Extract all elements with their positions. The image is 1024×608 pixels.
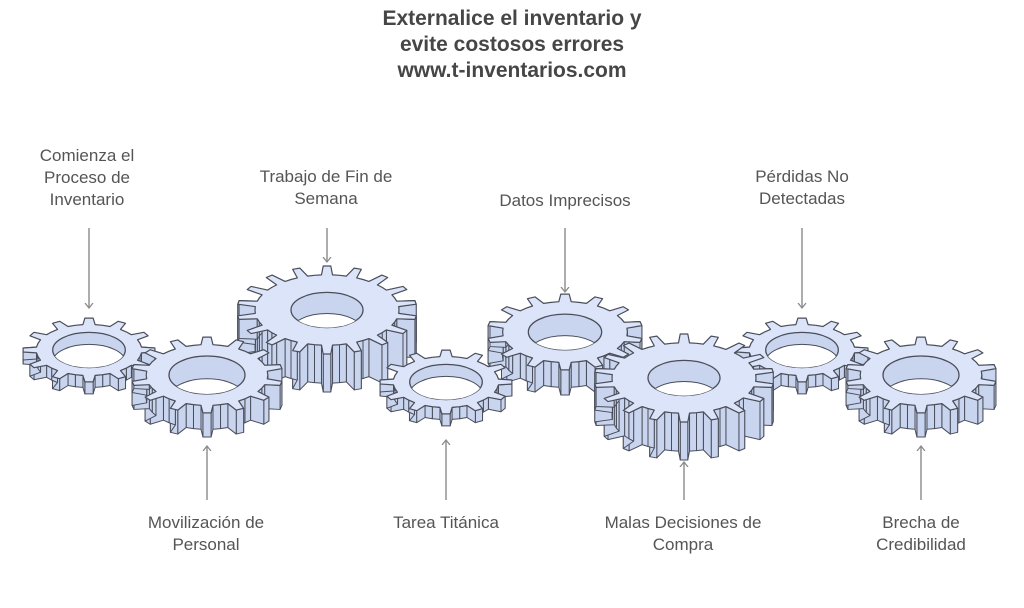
title-line-2: evite costosos errores (399, 33, 625, 56)
gear-datos-imprecisos (487, 293, 643, 396)
gear-movilizacion-personal (131, 336, 283, 438)
label-line: Personal (172, 535, 240, 554)
label-line: Brecha de (882, 513, 960, 532)
label-trabajo-fin-semana: Trabajo de Fin de Semana (260, 166, 393, 210)
label-line: Trabajo de Fin de (259, 167, 393, 186)
label-line: Datos Imprecisos (499, 191, 631, 210)
gear-hole-opening (648, 381, 720, 396)
label-line: Tarea Titánica (393, 513, 499, 532)
gear-trabajo-fin-semana (237, 265, 417, 393)
label-brecha-credibilidad: Brecha de Credibilidad (876, 512, 966, 556)
gear-hole-opening (883, 378, 959, 394)
label-line: Pérdidas No (755, 167, 849, 186)
label-line: Proceso de (44, 168, 130, 187)
gear-brecha-credibilidad (845, 336, 997, 438)
gear-hole-opening (52, 343, 126, 368)
label-line: Comienza el (39, 146, 135, 165)
title-url: www.t-inventarios.com (397, 59, 627, 82)
label-line: Malas Decisiones de (604, 513, 762, 532)
label-movilizacion-personal: Movilización de Personal (148, 512, 264, 556)
label-perdidas-no-detectadas: Pérdidas No Detectadas (755, 166, 849, 210)
label-line: Movilización de (147, 513, 265, 532)
gear-hole-opening (409, 375, 483, 400)
title-line-1: Externalice el inventario y (382, 7, 642, 30)
gear-tarea-titanica (379, 349, 513, 427)
label-comienza-proceso: Comienza el Proceso de Inventario (40, 145, 135, 211)
label-line: Detectadas (759, 189, 845, 208)
label-line: Inventario (49, 190, 125, 209)
label-line: Semana (294, 189, 358, 208)
label-malas-decisiones-compra: Malas Decisiones de Compra (605, 512, 762, 556)
gear-malas-decisiones-compra (594, 333, 774, 461)
diagram-title: Externalice el inventario y evite costos… (0, 6, 1024, 84)
gear-hole-opening (765, 343, 839, 368)
label-datos-imprecisos: Datos Imprecisos (499, 190, 630, 212)
label-tarea-titanica: Tarea Titánica (393, 512, 499, 534)
gear-hole-opening (528, 335, 602, 350)
label-line: Compra (652, 535, 714, 554)
label-line: Credibilidad (876, 535, 966, 554)
gear-hole-opening (291, 313, 363, 328)
gear-hole-opening (169, 378, 245, 394)
